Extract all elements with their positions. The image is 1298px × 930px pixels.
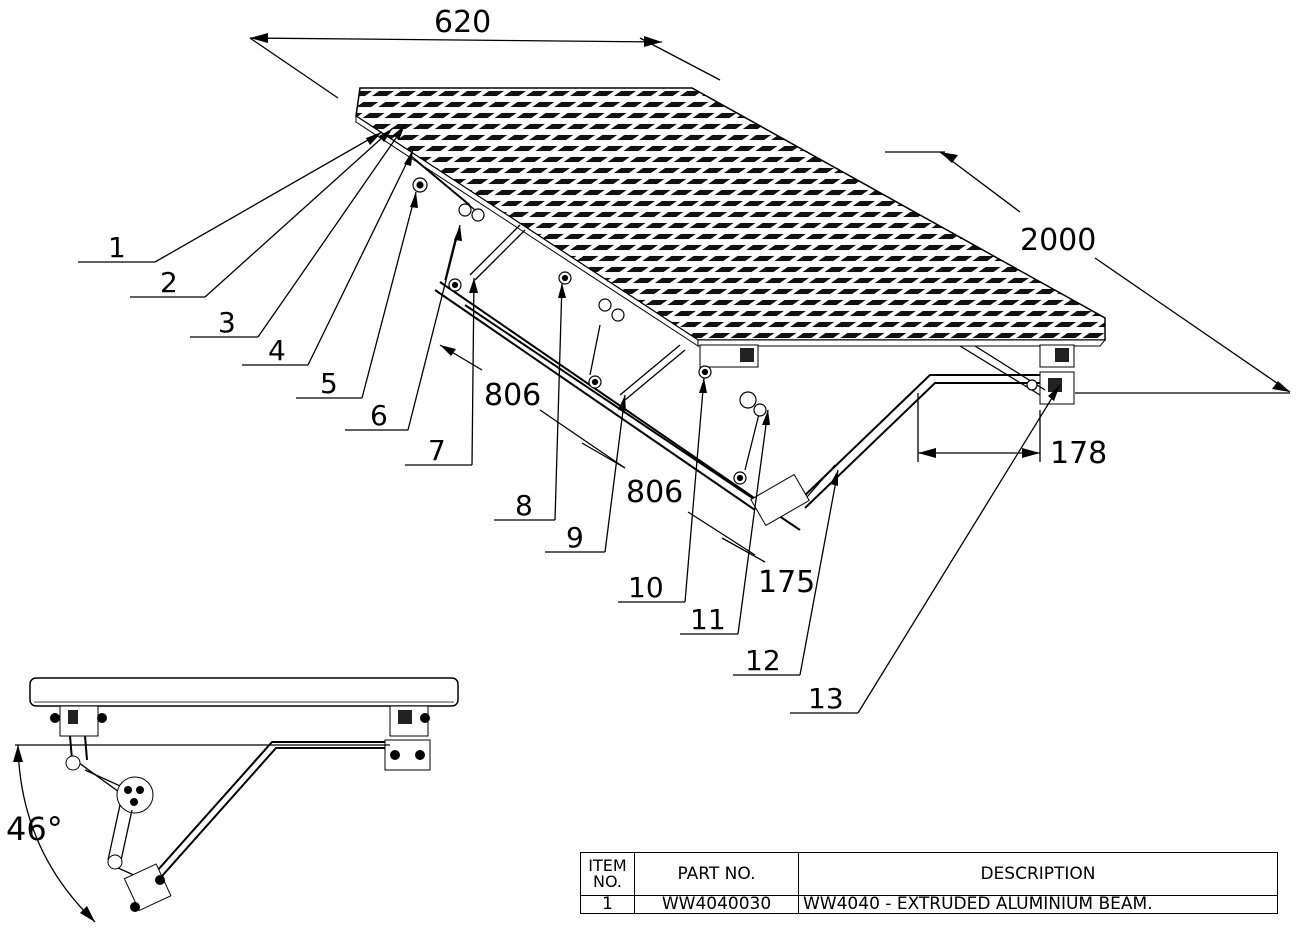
grating-deck [355, 87, 1107, 347]
bom-row-item: 1 [580, 895, 635, 914]
balloon-5: 5 [320, 367, 338, 400]
dimension-806-a: 806 [439, 344, 626, 469]
balloon-10: 10 [628, 571, 664, 604]
dimension-175: 175 [721, 537, 815, 600]
angle-dimension: 46° [6, 744, 96, 923]
dim-178-text: 178 [1050, 436, 1107, 471]
bom-row-part: WW4040030 [634, 895, 799, 914]
bom-row-description: WW4040 - EXTRUDED ALUMINIUM BEAM. [798, 895, 1278, 914]
dimension-620: 620 [249, 5, 721, 99]
balloon-12: 12 [745, 644, 781, 677]
dim-2000-text: 2000 [1020, 223, 1096, 258]
side-view [15, 677, 459, 912]
balloon-9: 9 [566, 521, 584, 554]
balloon-6: 6 [370, 399, 388, 432]
dim-806-a-text: 806 [484, 378, 541, 413]
balloon-2: 2 [160, 266, 178, 299]
dim-806-b-text: 806 [626, 475, 683, 510]
dimension-178: 178 [917, 393, 1107, 471]
dimension-806-b: 806 [581, 442, 756, 556]
dim-175-text: 175 [758, 565, 815, 600]
balloon-4: 4 [268, 334, 286, 367]
balloon-arrowheads [366, 125, 1060, 486]
dim-620-text: 620 [434, 5, 491, 40]
bom-header-description: DESCRIPTION [798, 852, 1278, 896]
bom-header-part: PART NO. [634, 852, 799, 896]
pivot-bolts [412, 177, 1038, 485]
angle-46-text: 46° [6, 810, 63, 848]
balloon-8: 8 [515, 489, 533, 522]
balloon-labels: 1 2 3 4 5 6 7 8 9 10 11 12 13 [108, 231, 844, 715]
support-frame [409, 154, 1040, 531]
balloon-1: 1 [108, 231, 126, 264]
dimension-2000: 2000 [885, 151, 1291, 394]
balloon-13: 13 [808, 682, 844, 715]
bom-row: 1 WW4040030 WW4040 - EXTRUDED ALUMINIUM … [580, 895, 1278, 914]
balloon-11: 11 [690, 603, 726, 636]
balloon-7: 7 [428, 434, 446, 467]
balloon-leaders [78, 124, 1061, 714]
balloon-3: 3 [218, 306, 236, 339]
